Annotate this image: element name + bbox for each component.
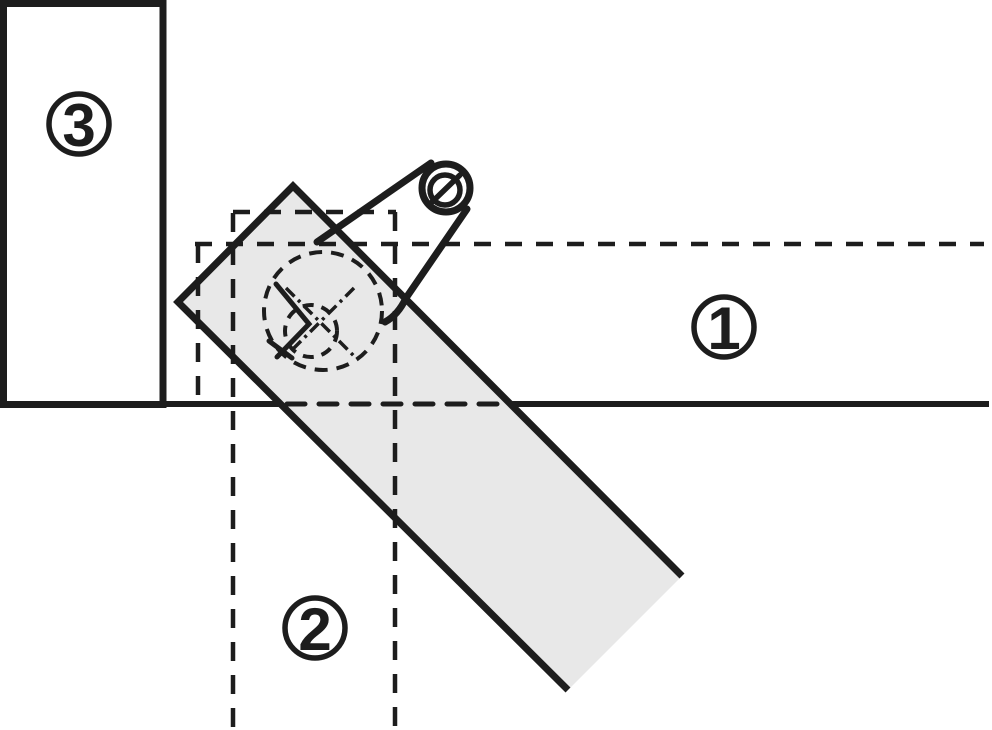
drill-hole-dashed-circle [283, 303, 339, 359]
centerline-ne-sw [284, 286, 356, 358]
slotted-screw-icon [427, 172, 463, 208]
blade-cross-tick [266, 338, 295, 361]
lever-lower-edge [381, 205, 471, 326]
cam-housing-dashed-circle [262, 250, 384, 372]
screw-head-circle [427, 172, 463, 208]
lever-upper-edge [313, 159, 435, 246]
centerline-nw-se [284, 286, 356, 358]
callout-3-circle [46, 91, 112, 157]
screw-slot-line [427, 172, 463, 207]
callout-drilling-position: 2 [282, 595, 348, 663]
callout-vertical-panel: 3 [46, 91, 112, 159]
screwdriver-lever [313, 159, 474, 326]
screwdriver-blade-tip [273, 281, 313, 360]
callout-2-circle [282, 595, 348, 661]
lever-head-outline [418, 160, 474, 216]
callout-2-number: 2 [298, 596, 331, 663]
callout-horizontal-panel: 1 [691, 294, 757, 362]
callout-1-circle [691, 294, 757, 360]
callout-1-number: 1 [707, 295, 740, 362]
connector-piece-body [178, 186, 682, 690]
callout-3-number: 3 [62, 92, 95, 159]
vertical-panel [0, 0, 167, 408]
